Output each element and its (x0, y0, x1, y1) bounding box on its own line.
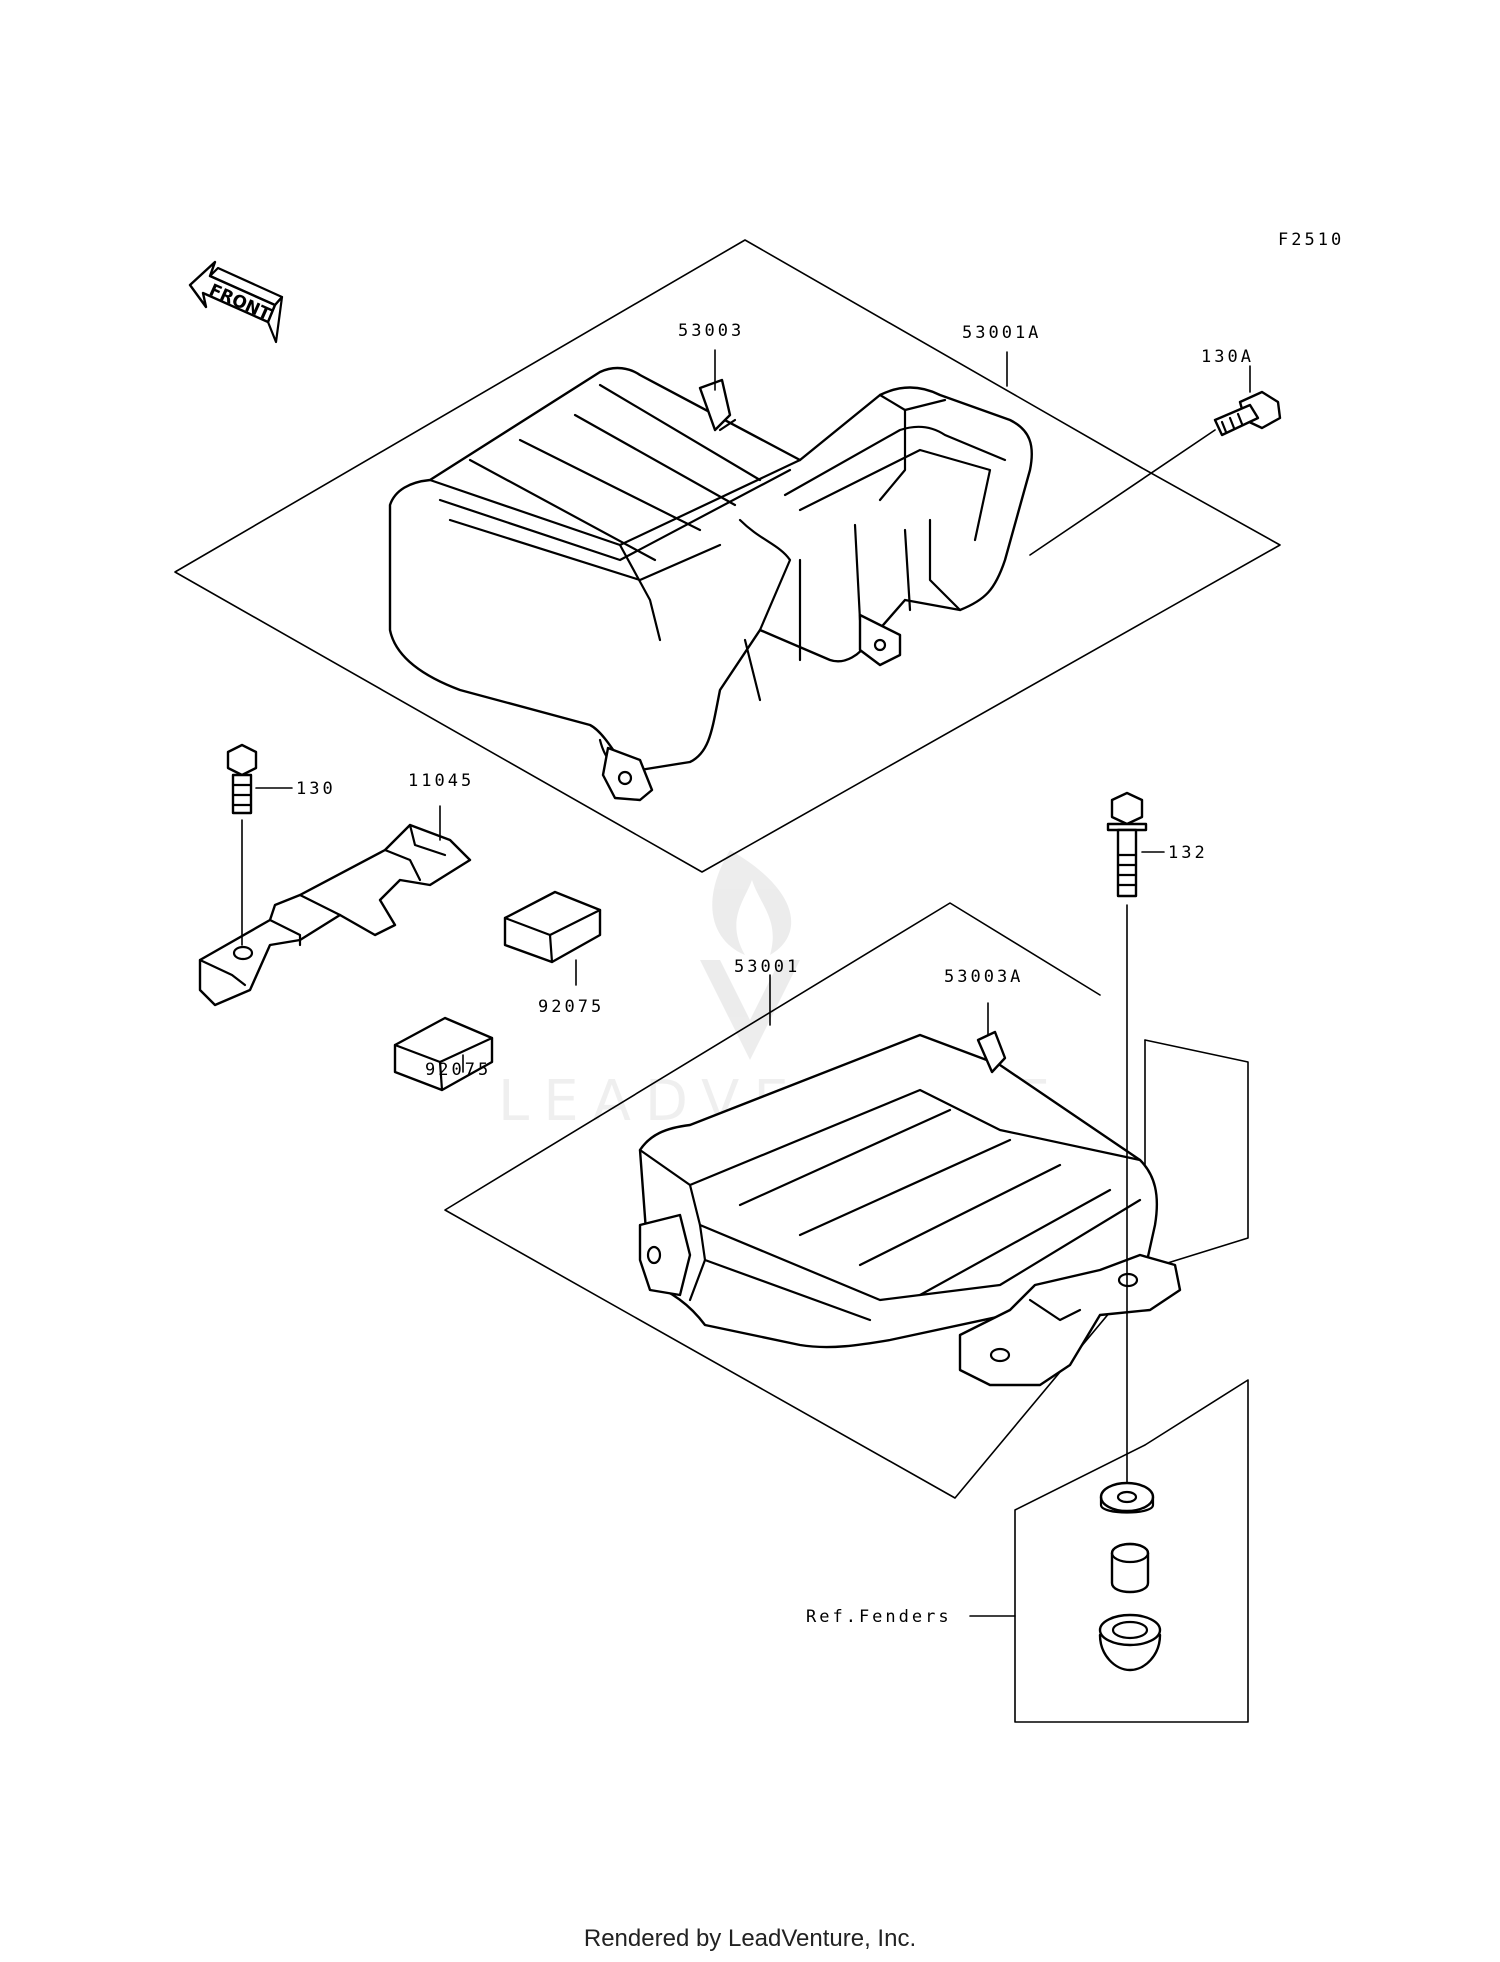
callout-92075-lower: 92075 (425, 1060, 491, 1080)
callout-130: 130 (296, 779, 336, 799)
front-arrow-label: FRONT (206, 280, 274, 325)
leader-lines (241, 349, 1251, 1617)
block-92075-lower (393, 1016, 494, 1092)
callout-130A: 130A (1201, 347, 1254, 367)
callout-132: 132 (1168, 843, 1208, 863)
lower-seat-53001 (638, 1030, 1182, 1387)
rubber-mount-icon (1098, 1613, 1162, 1672)
upper-seat-53001A (388, 366, 1033, 802)
ref-fenders-box (1014, 1379, 1249, 1723)
callout-53001A: 53001A (962, 323, 1041, 343)
callout-53001: 53001 (734, 957, 800, 977)
bolt-130A-icon (1213, 390, 1282, 437)
grommet-icon (1099, 1481, 1155, 1514)
collar-icon (1110, 1542, 1150, 1594)
callout-ref-fenders: Ref.Fenders (806, 1607, 952, 1627)
bolt-132-icon (1106, 791, 1148, 898)
upper-assembly-plane (174, 239, 1281, 873)
callout-53003: 53003 (678, 321, 744, 341)
footer-credit: Rendered by LeadVenture, Inc. (583, 1925, 917, 1952)
watermark-logo (700, 850, 800, 1060)
diagram-code: F2510 (1278, 230, 1344, 250)
bolt-130-icon (226, 743, 258, 815)
callout-92075-upper: 92075 (538, 997, 604, 1017)
front-arrow-icon: FRONT (188, 260, 284, 344)
block-92075-upper (503, 890, 602, 964)
bracket-11045 (198, 823, 472, 1007)
callout-11045: 11045 (408, 771, 474, 791)
callout-53003A: 53003A (944, 967, 1023, 987)
